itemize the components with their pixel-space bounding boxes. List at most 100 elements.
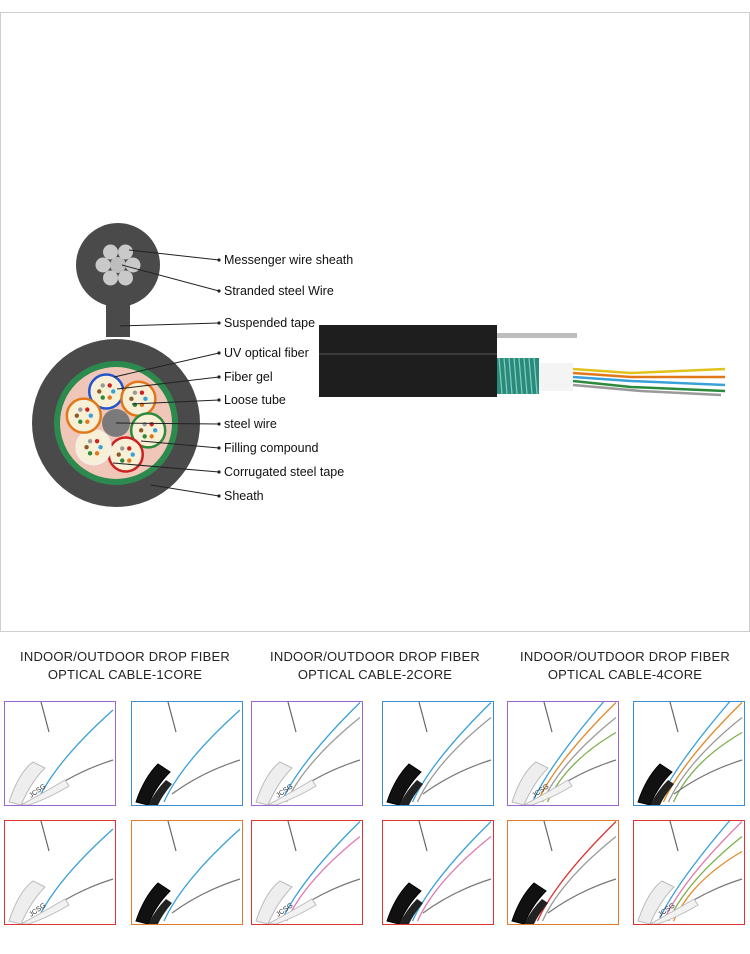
optical-fiber <box>139 390 145 395</box>
optical-fiber <box>85 407 90 412</box>
fiber-strand <box>572 371 725 379</box>
fiber-strand <box>416 835 492 922</box>
cable-structure-diagram: Messenger wire sheath Stranded steel Wir… <box>0 12 750 632</box>
fiber-strand <box>572 367 726 375</box>
optical-fiber <box>107 395 112 400</box>
optical-fiber <box>132 390 138 395</box>
cable-photo-thumbnail <box>131 701 243 806</box>
optical-fiber <box>98 445 103 450</box>
optical-fiber <box>142 422 147 427</box>
leader-line <box>113 352 220 378</box>
callout-labels: Messenger wire sheath Stranded steel Wir… <box>224 253 353 503</box>
optical-fiber <box>143 396 148 401</box>
cable-photo-thumbnail: JCSG <box>4 701 116 806</box>
optical-fiber <box>94 451 100 456</box>
white-drop-cable <box>8 761 46 805</box>
leader-line <box>115 422 220 425</box>
leader-line <box>121 264 220 292</box>
side-messenger-wire <box>497 333 577 338</box>
callout-loose-tube: Loose tube <box>224 393 286 407</box>
fiber-strand <box>536 821 617 922</box>
fiber-strand <box>662 821 743 922</box>
callout-corrugated-steel-tape: Corrugated steel tape <box>224 465 344 479</box>
leader-line <box>128 249 220 261</box>
black-drop-cable <box>135 882 171 924</box>
suspended-tape-shape <box>106 305 130 337</box>
fiber-strand <box>163 709 241 803</box>
loose-tube <box>65 397 103 434</box>
white-drop-cable <box>255 761 293 805</box>
steel-strand <box>103 244 118 260</box>
optical-fiber <box>129 396 134 401</box>
black-drop-cable <box>135 763 171 805</box>
optical-fiber <box>74 413 80 418</box>
optical-fiber <box>85 419 90 424</box>
optical-fiber <box>116 452 121 457</box>
fiber-strand <box>541 835 617 922</box>
fiber-strand <box>672 731 743 803</box>
product-title-1core: INDOOR/OUTDOOR DROP FIBER OPTICAL CABLE-… <box>20 649 230 682</box>
optical-fiber <box>149 422 154 427</box>
steel-strand <box>118 270 133 286</box>
steel-strand <box>125 257 141 273</box>
stranded-steel-wire-shape <box>95 244 141 286</box>
optical-fiber <box>127 446 132 451</box>
black-drop-cable <box>386 763 422 805</box>
callout-stranded-steel-wire: Stranded steel Wire <box>224 284 334 298</box>
cable-photo-thumbnail: JCSG <box>4 820 116 925</box>
steel-strand <box>103 270 118 286</box>
loose-tube <box>75 428 112 466</box>
cable-photo-thumbnail: JCSG <box>507 701 619 806</box>
optical-fiber <box>100 383 105 388</box>
leader-line <box>131 399 220 405</box>
optical-fiber <box>97 389 102 394</box>
callout-leaders <box>112 249 221 498</box>
optical-fiber <box>78 419 83 424</box>
optical-fiber <box>138 428 144 433</box>
fiber-strand <box>36 709 114 803</box>
messenger-wire <box>76 223 160 307</box>
fiber-strand <box>662 702 743 803</box>
fiber-strand <box>531 702 605 803</box>
black-drop-cable <box>637 763 673 805</box>
fiber-strand <box>657 821 731 922</box>
white-drop-cable <box>8 880 46 924</box>
optical-fiber <box>152 428 158 433</box>
optical-fiber <box>120 446 125 451</box>
callout-fiber-gel: Fiber gel <box>224 370 273 384</box>
optical-fiber <box>149 434 154 439</box>
black-drop-cable <box>511 882 547 924</box>
loose-tube <box>120 380 157 418</box>
callout-suspended-tape: Suspended tape <box>224 316 315 330</box>
cable-photo-thumbnail <box>633 701 745 806</box>
cable-photo-thumbnail: JCSG <box>251 820 363 925</box>
optical-fiber <box>111 389 116 394</box>
cable-photo-thumbnail: JCSG <box>251 701 363 806</box>
callout-messenger-wire-sheath: Messenger wire sheath <box>224 253 353 267</box>
cable-cross-section-figure: Messenger wire sheath Stranded steel Wir… <box>32 223 726 507</box>
fiber-strand <box>36 828 114 922</box>
callout-uv-optical-fiber: UV optical fiber <box>224 346 309 360</box>
fiber-strand <box>411 821 492 922</box>
optical-fiber <box>107 383 112 388</box>
product-title-4core: INDOOR/OUTDOOR DROP FIBER OPTICAL CABLE-… <box>520 649 730 682</box>
optical-fiber <box>88 413 94 418</box>
fiber-strand <box>280 702 361 803</box>
fiber-strand <box>667 716 743 803</box>
callout-sheath: Sheath <box>224 489 264 503</box>
cable-photo-thumbnail <box>507 820 619 925</box>
callout-filling-compound: Filling compound <box>224 441 319 455</box>
optical-fiber <box>87 451 93 456</box>
white-drop-cable <box>255 880 293 924</box>
fiber-strand <box>572 375 726 387</box>
optical-fiber <box>127 458 132 463</box>
side-corrugated-tape <box>497 358 539 394</box>
fiber-strand <box>572 383 722 397</box>
cable-side-view <box>319 325 726 397</box>
fiber-strand <box>280 821 361 922</box>
leader-line <box>150 484 220 497</box>
optical-fiber <box>120 458 125 463</box>
fiber-strand <box>163 828 241 922</box>
optical-fiber <box>142 434 147 439</box>
loose-tube <box>87 373 125 410</box>
